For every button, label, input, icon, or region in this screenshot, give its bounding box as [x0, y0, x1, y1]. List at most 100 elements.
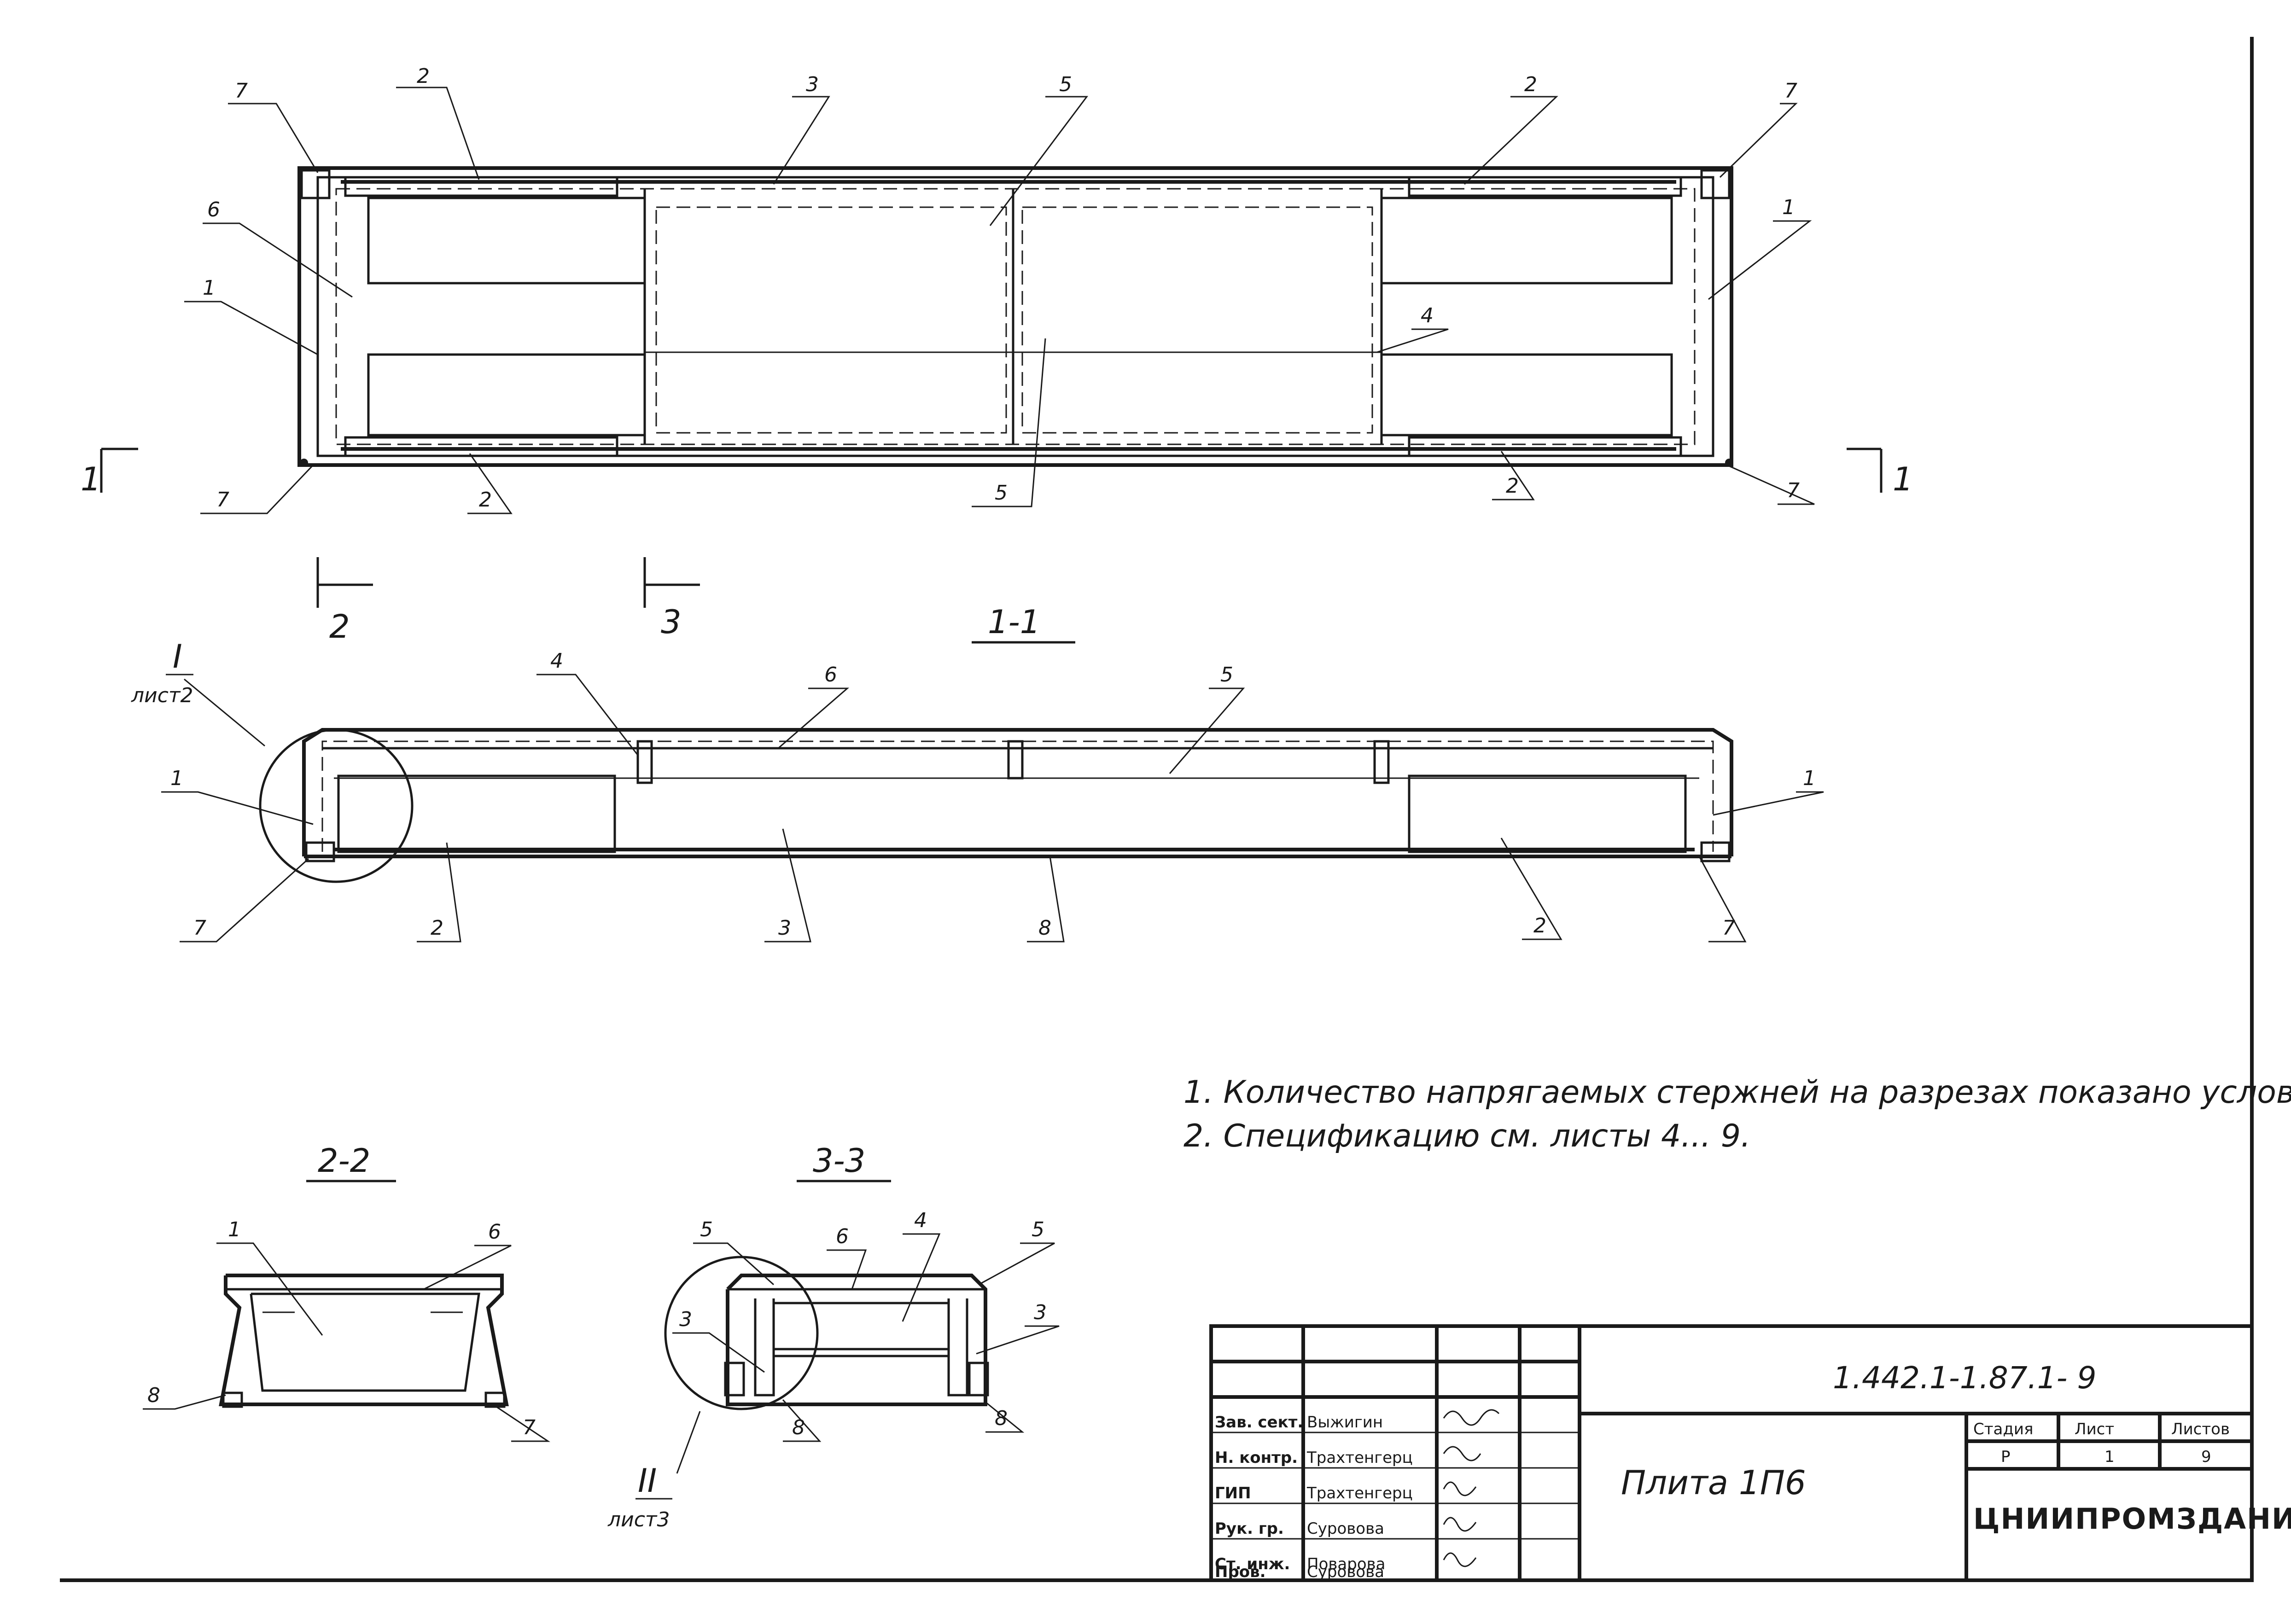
section-3-3-pos-label: 8 — [995, 1407, 1008, 1430]
cut-mark-label: 1 — [81, 460, 101, 498]
plan-bar-2-bottom-left — [344, 436, 618, 457]
stage-header: Стадия — [1973, 1420, 2033, 1438]
drawing-title: Плита 1П6 — [1621, 1463, 1806, 1502]
section-3-3-void — [772, 1302, 950, 1350]
plan-pos-label: 4 — [1421, 304, 1434, 327]
section-2-2-outline — [219, 1274, 509, 1406]
plan-view: 7 2 3 5 2 7 6 1 4 1 7 2 5 2 7 1 1 2 3 — [81, 64, 1913, 646]
section-1-1-pos-label: 6 — [824, 663, 837, 687]
signature — [1443, 1517, 1477, 1532]
section-2-2-leaders — [143, 1242, 550, 1442]
plan-void — [1380, 353, 1673, 437]
section-1-1-pos-label: 2 — [431, 916, 443, 940]
plan-pos-label: 5 — [1059, 73, 1072, 96]
section-1-1-pos-label: 7 — [1722, 916, 1735, 940]
section-3-3-pos-label: 4 — [914, 1209, 927, 1232]
role-label: Н. контр. — [1215, 1449, 1298, 1467]
plan-pos-label: 6 — [207, 198, 220, 221]
stage-value: Р — [2001, 1448, 2011, 1466]
section-3-3-leaders — [672, 1233, 1060, 1442]
section-2-2-pos-label: 8 — [147, 1384, 160, 1407]
detail-I-circle — [259, 728, 414, 883]
section-1-1-pos-label: 7 — [193, 916, 206, 940]
note-line: 2. Спецификацию см. листы 4... 9. — [1183, 1118, 1751, 1154]
plan-void — [1380, 197, 1673, 285]
detail-II-circle — [664, 1256, 819, 1410]
section-3-3-pos-label: 3 — [1034, 1301, 1047, 1324]
section-3-3-pos-label: 5 — [700, 1218, 713, 1241]
plan-bar-2-top-left — [344, 176, 618, 197]
plan-pos-label: 1 — [203, 276, 216, 300]
plan-bar-2-bottom-right — [1408, 436, 1682, 457]
section-1-1-pos-label: 1 — [1803, 767, 1816, 790]
section-3-3-pos-label: 8 — [792, 1416, 805, 1439]
signature — [1443, 1409, 1500, 1426]
section-title: 1-1 — [988, 603, 1040, 641]
document-code: 1.442.1-1.87.1- 9 — [1833, 1360, 2096, 1396]
role-label: Пров. — [1215, 1563, 1266, 1581]
plan-pos-label: 1 — [1782, 196, 1795, 219]
section-2-2-pos-label: 7 — [523, 1416, 536, 1439]
person-name: Выжигин — [1307, 1413, 1383, 1432]
plan-pos-label: 7 — [1784, 79, 1797, 103]
role-label: Зав. сект. — [1215, 1413, 1303, 1432]
signature — [1443, 1446, 1481, 1461]
section-3-3-pos-label: 6 — [836, 1225, 849, 1248]
role-label: ГИП — [1215, 1484, 1251, 1502]
section-1-1-pos-label: 3 — [778, 916, 791, 940]
organization-name: ЦНИИПРОМЗДАНИЙ — [1973, 1502, 2291, 1536]
plan-mesh-panel — [655, 206, 1007, 434]
plan-corner-anchor — [1700, 169, 1731, 199]
section-2-2-pos-label: 6 — [488, 1220, 501, 1244]
section-3-3: 3-3 II лист3 5 6 4 5 3 3 8 8 — [607, 1142, 1060, 1531]
plan-outline — [297, 166, 1733, 467]
plan-pos-label: 7 — [216, 488, 229, 512]
plan-pos-label: 7 — [1787, 479, 1800, 502]
section-title: 2-2 — [318, 1142, 370, 1180]
section-1-1-pos-label: 8 — [1038, 916, 1051, 940]
detail-sheet-ref: лист2 — [131, 684, 193, 707]
role-label: Ст. инж. — [1215, 1555, 1290, 1573]
plan-pos-label: 2 — [479, 488, 492, 512]
plan-inner-edge — [316, 176, 1714, 457]
section-1-1-pos-label: 1 — [170, 767, 183, 790]
cut-mark-label: 3 — [661, 603, 682, 641]
signature — [1443, 1552, 1477, 1567]
section-1-1: 1-1 I лист2 — [131, 603, 1824, 943]
cut-mark-label: 1 — [1893, 460, 1913, 498]
plan-void — [367, 353, 646, 437]
person-name: Поварова — [1307, 1555, 1386, 1573]
person-name: Суровова — [1307, 1519, 1384, 1538]
sheets-value: 9 — [2201, 1448, 2211, 1466]
person-name: Трахтенгерц — [1306, 1484, 1413, 1502]
plan-pos-label: 2 — [1506, 474, 1519, 498]
section-1-1-pos-label: 2 — [1533, 914, 1546, 937]
signature — [1443, 1481, 1477, 1496]
section-3-3-outline — [726, 1274, 987, 1406]
section-1-1-cage — [321, 740, 1714, 852]
role-label: Рук. гр. — [1215, 1519, 1284, 1538]
plan-mesh-panel — [1021, 206, 1373, 434]
plan-void — [367, 197, 646, 285]
section-1-1-outline — [302, 728, 1733, 856]
section-1-1-void — [1408, 774, 1687, 853]
detail-roman: I — [173, 638, 182, 675]
sheet-value: 1 — [2104, 1448, 2115, 1466]
cut-mark-label: 2 — [329, 608, 350, 646]
person-name: Трахтенгерц — [1306, 1449, 1413, 1467]
section-cut-marks — [100, 448, 1883, 608]
sheet-header: Лист — [2075, 1420, 2114, 1438]
plan-reinforcement-cage — [335, 188, 1696, 445]
detail-roman: II — [638, 1462, 657, 1500]
section-2-2: 2-2 1 6 8 7 — [143, 1142, 550, 1442]
title-block: 1.442.1-1.87.1- 9 Плита 1П6 Стадия Лист … — [1209, 1324, 2291, 1582]
person-name: Суровова — [1307, 1563, 1384, 1581]
note-line: 1. Количество напрягаемых стержней на ра… — [1183, 1074, 2291, 1111]
plan-bar-2-top-right — [1408, 176, 1682, 197]
general-notes: 1. Количество напрягаемых стержней на ра… — [1183, 1074, 2291, 1154]
section-3-3-pos-label: 5 — [1032, 1218, 1044, 1241]
section-title: 3-3 — [813, 1142, 865, 1180]
plan-pos-label: 7 — [235, 79, 248, 103]
plan-pos-label: 2 — [1524, 73, 1537, 96]
